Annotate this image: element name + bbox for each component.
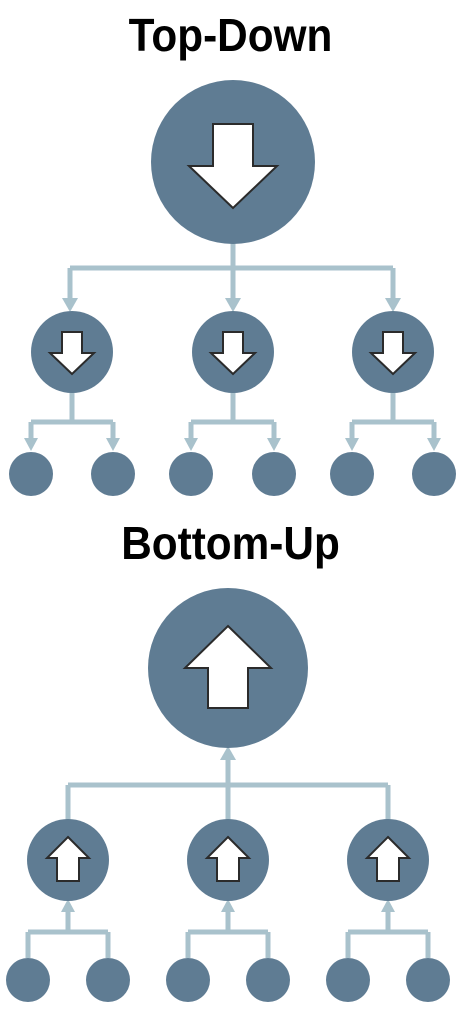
leaf-node — [326, 958, 370, 1002]
bottom-up-child-node-2 — [187, 819, 269, 901]
top-down-connectors — [28, 240, 437, 440]
bottom-up-child-node-3 — [347, 819, 429, 901]
leaf-node — [6, 958, 50, 1002]
top-down-child-node-1 — [31, 311, 113, 393]
arrow-up-icon — [364, 835, 412, 882]
leaf-node — [252, 452, 296, 496]
arrowhead-up-icon — [61, 899, 75, 912]
leaf-node — [9, 452, 53, 496]
top-down-root-node — [151, 80, 315, 244]
top-down-arrowheads — [24, 298, 441, 451]
arrow-up-icon — [182, 624, 274, 709]
leaf-node — [412, 452, 456, 496]
arrowhead-down-icon — [267, 438, 281, 451]
bottom-up-leaf-nodes — [6, 958, 450, 1002]
arrowhead-up-icon — [220, 746, 236, 760]
leaf-node — [86, 958, 130, 1002]
bottom-up-root-node — [148, 588, 308, 748]
bottom-up-child-node-1 — [27, 819, 109, 901]
leaf-node — [406, 958, 450, 1002]
leaf-node — [91, 452, 135, 496]
arrow-down-icon — [368, 331, 418, 376]
arrowhead-down-icon — [345, 438, 359, 451]
leaf-node — [169, 452, 213, 496]
arrowhead-down-icon — [427, 438, 441, 451]
arrowhead-down-icon — [106, 438, 120, 451]
arrowhead-down-icon — [184, 438, 198, 451]
top-down-title: Top-Down — [128, 9, 333, 61]
arrowhead-down-icon — [385, 298, 401, 312]
leaf-node — [166, 958, 210, 1002]
bottom-up-connectors — [25, 760, 431, 958]
top-down-diagram — [9, 80, 456, 496]
arrowhead-down-icon — [225, 298, 241, 312]
arrow-down-icon — [208, 331, 258, 376]
arrow-up-icon — [44, 835, 92, 882]
arrow-down-icon — [186, 123, 280, 210]
arrowhead-down-icon — [62, 298, 78, 312]
arrow-down-icon — [47, 331, 97, 376]
arrowhead-up-icon — [381, 899, 395, 912]
arrow-up-icon — [204, 835, 252, 882]
top-down-child-node-2 — [192, 311, 274, 393]
arrowhead-up-icon — [221, 899, 235, 912]
top-down-leaf-nodes — [9, 452, 456, 496]
leaf-node — [246, 958, 290, 1002]
top-down-child-node-3 — [352, 311, 434, 393]
arrowhead-down-icon — [24, 438, 38, 451]
bottom-up-title: Bottom-Up — [121, 517, 340, 569]
bottom-up-arrowheads — [61, 746, 395, 912]
bottom-up-diagram — [6, 588, 450, 1002]
leaf-node — [330, 452, 374, 496]
